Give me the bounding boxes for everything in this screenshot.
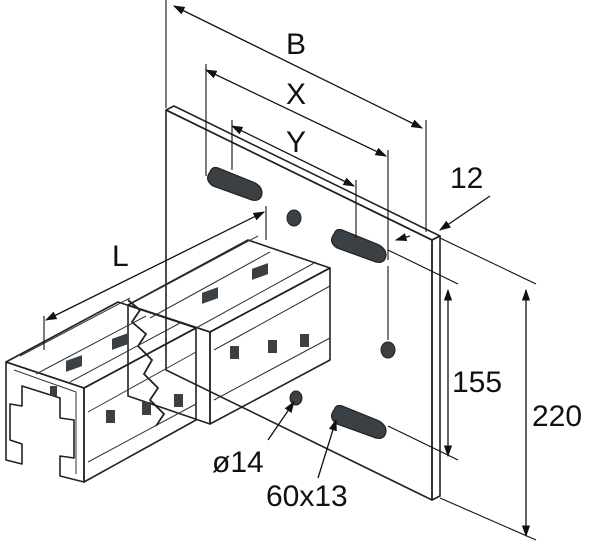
dimension-y <box>230 120 357 238</box>
plate-top-edge <box>165 105 441 241</box>
label-x: X <box>286 78 306 111</box>
leader-slot <box>317 418 337 479</box>
label-b: B <box>286 28 306 61</box>
dimension-155 <box>387 249 459 461</box>
label-y: Y <box>286 126 306 159</box>
label-hole-diameter: ø14 <box>212 446 264 479</box>
label-l: L <box>112 240 129 273</box>
label-slot-size: 60x13 <box>266 480 348 513</box>
hole-top <box>286 209 302 227</box>
dimension-l <box>43 206 267 350</box>
label-220: 220 <box>532 400 582 433</box>
label-thickness: 12 <box>450 162 483 195</box>
hole-bottom <box>289 390 303 406</box>
slot-top-right <box>331 228 387 263</box>
hole-right <box>380 341 396 359</box>
leader-diameter <box>267 401 295 441</box>
label-155: 155 <box>452 366 502 399</box>
dimension-220 <box>439 237 537 541</box>
dimension-thickness <box>394 195 491 242</box>
plate-thickness-edge <box>431 235 441 501</box>
slot-top-left <box>207 166 263 201</box>
slot-bottom-right <box>331 404 387 439</box>
base-plate <box>165 105 441 501</box>
rail-front-segment <box>5 297 197 483</box>
dimension-x <box>204 64 389 340</box>
rail-end-profile <box>5 361 85 483</box>
